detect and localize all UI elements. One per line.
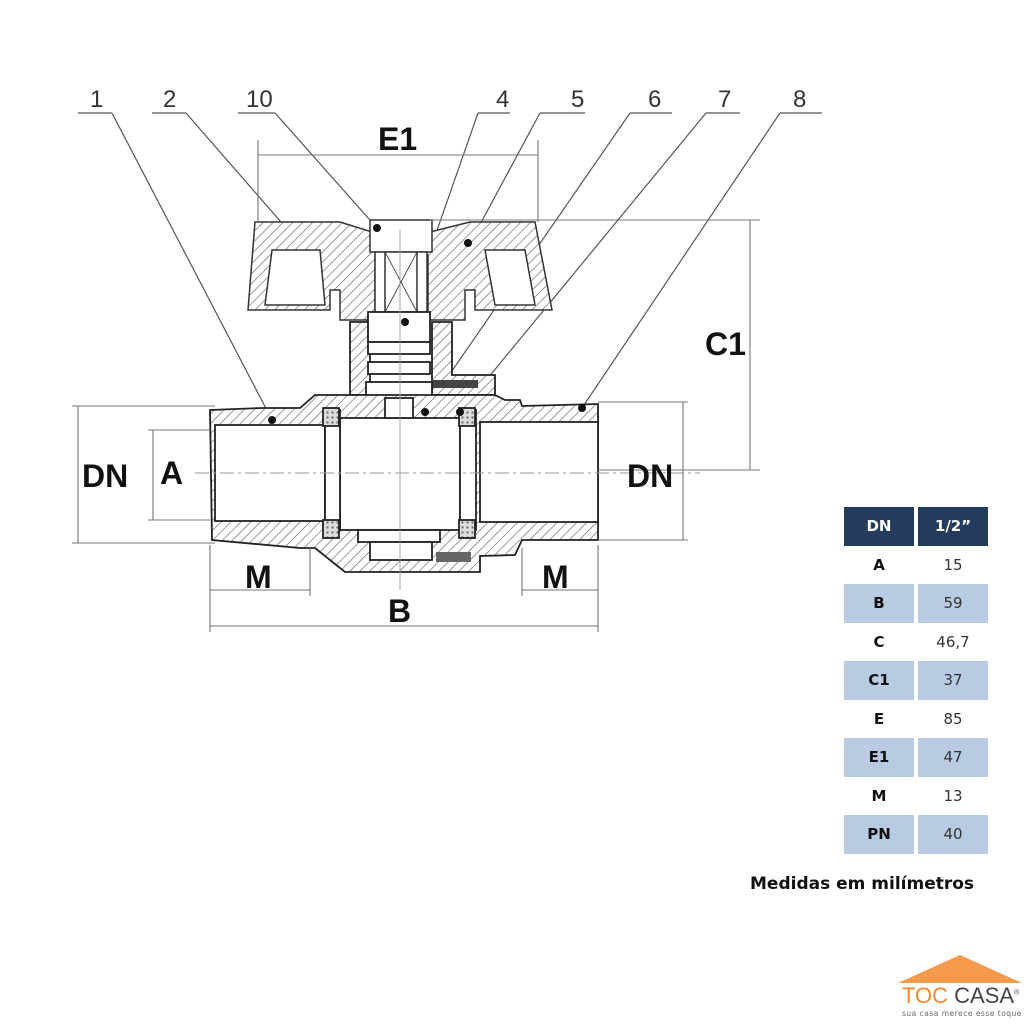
spec-row: C1 37 [844, 661, 988, 700]
callout-2: 2 [163, 86, 176, 113]
spec-row: C 46,7 [844, 623, 988, 662]
callout-1: 1 [90, 86, 103, 113]
callout-4: 4 [496, 86, 509, 113]
dim-dn-right-label: DN [627, 458, 673, 494]
spec-value: 40 [918, 815, 988, 854]
spec-key: C1 [844, 661, 914, 700]
centerlines [195, 230, 700, 590]
spec-key: A [873, 555, 885, 574]
spec-row: E 85 [844, 700, 988, 739]
spec-key: B [844, 584, 914, 623]
logo-tagline: sua casa merece esse toque [902, 1009, 1022, 1018]
dim-b-label: B [388, 593, 411, 629]
spec-value: 46,7 [936, 632, 970, 651]
callout-8: 8 [793, 86, 806, 113]
callout-6: 6 [648, 86, 661, 113]
spec-key: E [873, 709, 885, 728]
spec-header-row: DN 1/2” [844, 507, 988, 546]
spec-key: M [871, 786, 887, 805]
valve-stem [349, 311, 496, 397]
callout-numbers: 1 2 10 4 5 6 7 8 [90, 86, 806, 113]
spec-key: C [873, 632, 885, 651]
dim-dn-left-label: DN [82, 458, 128, 494]
callout-dots [268, 224, 586, 424]
spec-table: DN 1/2” A 15 B 59 C 46,7 C1 37 E 85 E1 4… [840, 507, 992, 854]
logo-brand-first: TOC [902, 983, 949, 1008]
dim-m-left-label: M [245, 559, 272, 595]
spec-key: E1 [844, 738, 914, 777]
spec-value: 37 [918, 661, 988, 700]
dimension-labels: E1 C1 DN A DN M M B [82, 121, 746, 629]
toc-casa-logo: TOC CASA® sua casa merece esse toque [898, 955, 1024, 1024]
spec-row: PN 40 [844, 815, 988, 854]
spec-row: M 13 [844, 777, 988, 816]
dim-m-right-label: M [542, 559, 569, 595]
units-note: Medidas em milímetros [750, 874, 975, 894]
callout-labels [78, 112, 822, 421]
spec-row: A 15 [844, 546, 988, 585]
spec-row: E1 47 [844, 738, 988, 777]
house-roof-icon [898, 955, 1022, 983]
spec-key: PN [844, 815, 914, 854]
logo-brand: TOC CASA® [902, 983, 1019, 1009]
spec-value: 85 [943, 709, 963, 728]
dim-e1-label: E1 [378, 121, 417, 157]
valve-handle [247, 219, 553, 321]
spec-row: B 59 [844, 584, 988, 623]
valve-body [209, 394, 599, 573]
logo-brand-second: CASA [954, 983, 1015, 1008]
spec-value: 13 [943, 786, 963, 805]
registered-mark: ® [1014, 989, 1020, 997]
dimension-lines [72, 140, 760, 632]
callout-10: 10 [246, 86, 273, 113]
dim-c1-label: C1 [705, 326, 746, 362]
callout-5: 5 [571, 86, 584, 113]
dim-a-label: A [160, 455, 183, 491]
spec-value: 47 [918, 738, 988, 777]
spec-header-key: DN [844, 507, 914, 546]
spec-value: 59 [918, 584, 988, 623]
callout-7: 7 [718, 86, 731, 113]
spec-header-value: 1/2” [918, 507, 988, 546]
spec-value: 15 [943, 555, 963, 574]
